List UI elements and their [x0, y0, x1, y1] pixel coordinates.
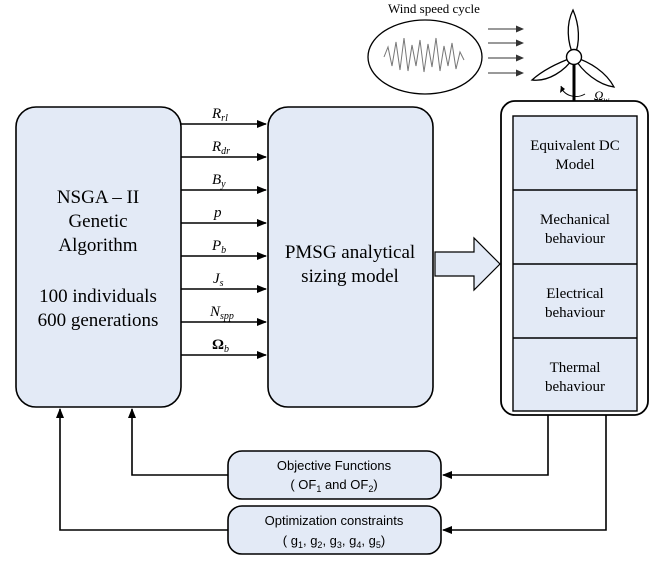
pmsg-model-title: PMSG analytical sizing model	[285, 242, 415, 287]
var-n-spp: Nspp	[209, 304, 234, 322]
wind-speed-label: Wind speed cycle	[388, 1, 480, 16]
var-omega-b: Ωb	[212, 337, 229, 355]
objective-functions-formula: ( OF1 and OF2)	[290, 477, 377, 494]
objective-functions-title: Objective Functions	[277, 458, 392, 473]
wind-speed-ellipse	[367, 19, 483, 95]
var-p-b: Pb	[211, 238, 226, 256]
nsga-ii-title: NSGA – II Genetic Algorithm	[57, 187, 139, 256]
nsga-ii-box	[15, 106, 182, 408]
svg-text:100 individuals: 100 individuals	[39, 286, 157, 307]
svg-text:NSGA – II: NSGA – II	[57, 187, 139, 208]
wind-arrows	[488, 25, 524, 77]
wind-speed-signal	[383, 37, 465, 73]
omega-w-label: Ωw	[594, 88, 609, 105]
optimization-constraints-formula: ( g1, g2, g3, g4, g5)	[283, 533, 385, 550]
var-p: p	[213, 205, 222, 221]
svg-text:Algorithm: Algorithm	[58, 235, 137, 256]
svg-text:sizing model: sizing model	[301, 266, 399, 287]
optimization-constraints-title: Optimization constraints	[265, 513, 404, 528]
svg-text:Genetic: Genetic	[68, 211, 127, 232]
var-r-dr: Rdr	[211, 139, 230, 157]
nsga-ii-settings: 100 individuals 600 generations	[38, 286, 159, 331]
pmsg-model-box	[267, 106, 434, 408]
objective-feedback-line	[442, 415, 549, 479]
var-j-s: Js	[213, 271, 224, 289]
var-b-y: By	[212, 172, 226, 190]
constraints-return-line	[56, 408, 228, 531]
model-output-arrow	[434, 236, 501, 292]
objective-return-line	[128, 408, 228, 476]
design-variable-arrows	[181, 120, 267, 359]
var-r-rl: Rrl	[211, 106, 228, 124]
svg-text:PMSG analytical: PMSG analytical	[285, 242, 415, 263]
svg-text:600 generations: 600 generations	[38, 310, 159, 331]
constraints-feedback-line	[442, 415, 607, 534]
wind-turbine-icon	[530, 8, 616, 112]
